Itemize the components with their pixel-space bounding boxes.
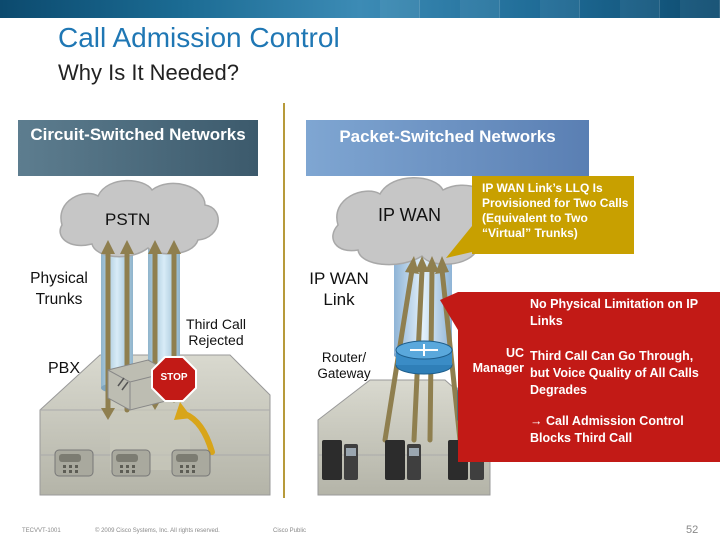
stop-label: STOP	[160, 372, 188, 383]
top-banner	[0, 0, 720, 18]
rejected-call-arrow-icon	[174, 402, 215, 455]
cac-blocks-text: → Call Admission Control Blocks Third Ca…	[530, 413, 715, 447]
slide-subtitle: Why Is It Needed?	[58, 60, 239, 85]
voice-quality-text: Third Call Can Go Through, but Voice Qua…	[530, 349, 699, 397]
third-call-rejected-label: Third Call Rejected	[186, 316, 246, 348]
stop-sign-icon	[151, 356, 197, 402]
slide-title: Call Admission Control	[58, 22, 340, 53]
router-icon	[395, 340, 453, 375]
footer-code: TECVVT-1001	[22, 528, 61, 534]
cac-blocks-label: Call Admission Control Blocks Third Call	[530, 414, 684, 445]
arrow-heads-left	[101, 240, 181, 254]
section-divider	[283, 103, 285, 498]
arrow-heads-right	[405, 256, 449, 274]
footer-copyright: © 2009 Cisco Systems, Inc. All rights re…	[95, 528, 220, 534]
no-limitation-text: No Physical Limitation on IP Links	[530, 297, 698, 328]
pstn-label: PSTN	[105, 210, 151, 229]
page-number: 52	[686, 524, 699, 536]
desk-phone-icon	[54, 449, 211, 477]
pbx-label: PBX	[48, 360, 81, 377]
router-gateway-label: Router/ Gateway	[317, 350, 371, 381]
llq-callout: IP WAN Link’s LLQ Is Provisioned for Two…	[472, 176, 634, 254]
callout-pointer-red	[440, 292, 458, 330]
ipwan-link-label: IP WAN Link	[309, 269, 369, 309]
circuit-switched-header: Circuit-Switched Networks	[18, 120, 258, 176]
physical-trunks-label: Physical Trunks	[30, 270, 88, 308]
uc-manager-label: UC Manager	[472, 346, 524, 375]
packet-switched-header: Packet-Switched Networks	[306, 120, 589, 176]
footer-classification: Cisco Public	[273, 528, 307, 534]
arrow-icon: →	[530, 414, 543, 428]
cloud-icon-pstn	[59, 179, 219, 258]
cac-callout: No Physical Limitation on IP Links UC Ma…	[458, 292, 720, 462]
ipwan-label: IP WAN	[378, 205, 442, 225]
callout-pointer	[446, 226, 472, 258]
